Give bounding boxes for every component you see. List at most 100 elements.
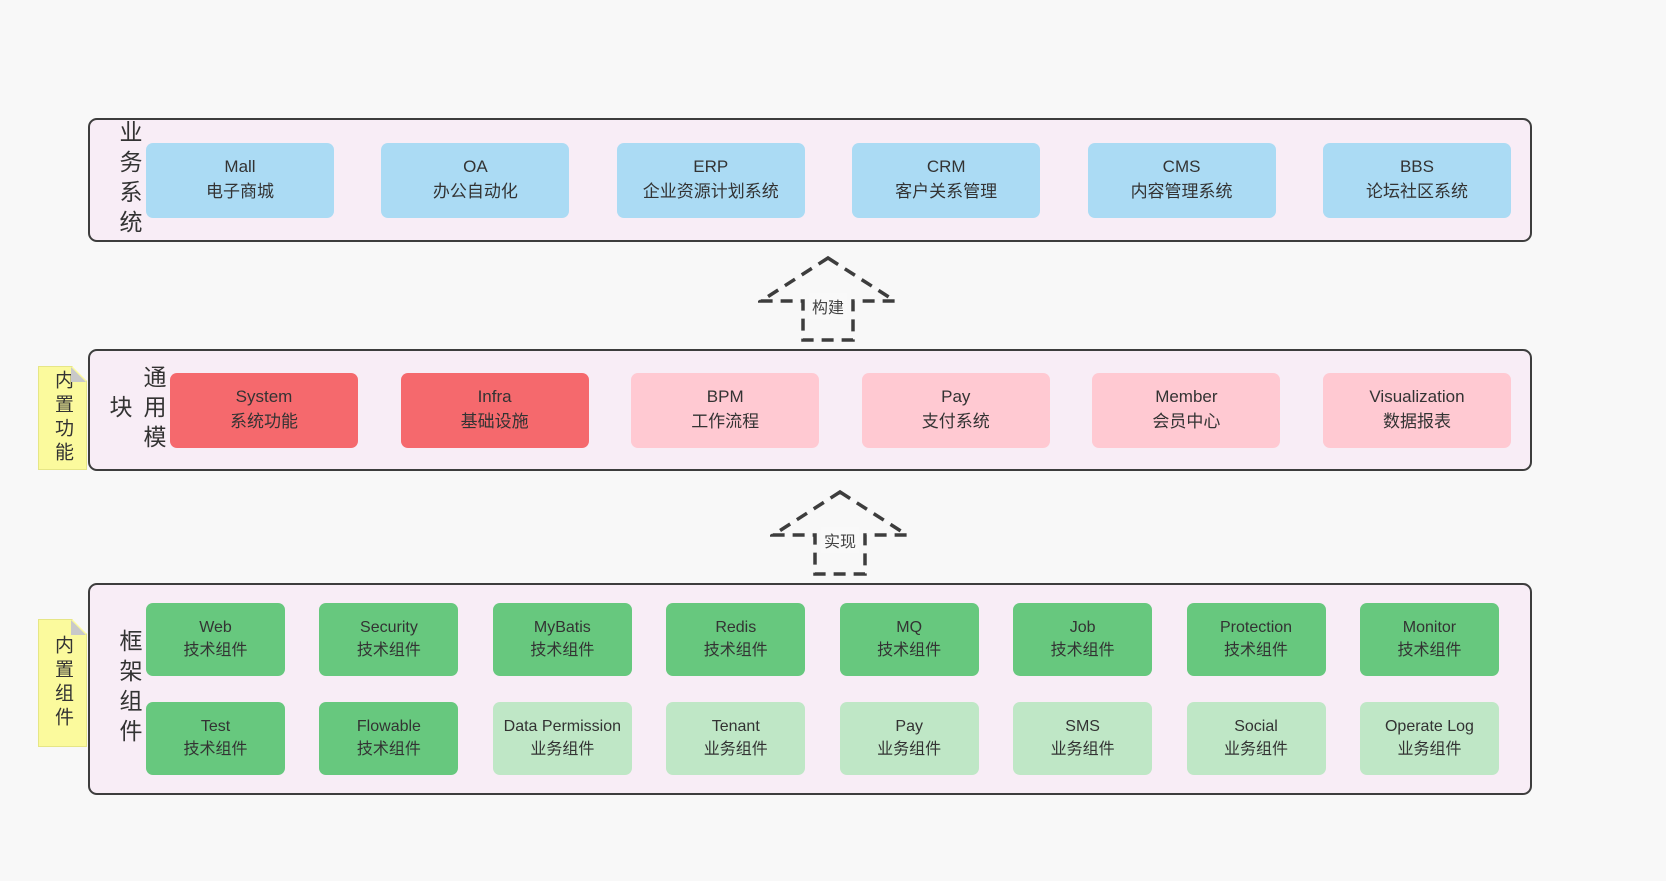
box-security: Security 技术组件 <box>319 603 459 676</box>
business-systems-row: Mall 电子商城 OA 办公自动化 ERP 企业资源计划系统 CRM 客户关系… <box>146 142 1530 218</box>
box-subtitle: 技术组件 <box>703 641 768 659</box>
box-subtitle: 技术组件 <box>183 740 248 758</box>
box-system: System 系统功能 <box>170 372 358 448</box>
box-subtitle: 技术组件 <box>877 641 942 659</box>
box-title: Security <box>360 619 418 637</box>
box-crm: CRM 客户关系管理 <box>852 142 1041 218</box>
box-tenant: Tenant 业务组件 <box>666 702 806 775</box>
box-title: Infra <box>477 387 512 407</box>
box-operate-log: Operate Log 业务组件 <box>1359 702 1499 775</box>
box-subtitle: 技术组件 <box>1397 641 1462 659</box>
box-social: Social 业务组件 <box>1186 702 1326 775</box>
box-subtitle: 技术组件 <box>1224 641 1289 659</box>
band-label-business-systems: 业务系统 <box>116 120 142 240</box>
box-redis: Redis 技术组件 <box>666 603 806 676</box>
box-subtitle: 技术组件 <box>356 740 421 758</box>
common-modules-row: System 系统功能 Infra 基础设施 BPM 工作流程 Pay 支付系统… <box>170 372 1530 448</box>
arrow-implement: 实现 <box>770 489 910 577</box>
box-sms: SMS 业务组件 <box>1013 702 1153 775</box>
box-subtitle: 论坛社区系统 <box>1365 182 1468 201</box>
sticky-label: 内置功能 <box>52 370 73 466</box>
box-subtitle: 业务组件 <box>703 740 768 758</box>
box-subtitle: 业务组件 <box>1224 740 1289 758</box>
box-title: Visualization <box>1369 387 1465 407</box>
box-title: Tenant <box>711 718 760 736</box>
box-title: System <box>235 387 293 407</box>
arrow-build: 构建 <box>758 255 898 343</box>
box-subtitle: 业务组件 <box>1050 740 1115 758</box>
box-subtitle: 支付系统 <box>921 412 990 431</box>
box-web: Web 技术组件 <box>146 603 285 676</box>
framework-row-2: Test 技术组件 Flowable 技术组件 Data Permission … <box>146 702 1499 775</box>
box-title: Web <box>199 619 232 637</box>
box-title: Redis <box>715 619 757 637</box>
arrow-build-label: 构建 <box>808 293 848 320</box>
box-subtitle: 内容管理系统 <box>1130 182 1233 201</box>
band-framework-components: 框架组件 Web 技术组件 Security 技术组件 MyBatis 技术组件… <box>88 583 1532 795</box>
box-subtitle: 技术组件 <box>183 641 248 659</box>
box-subtitle: 工作流程 <box>691 412 760 431</box>
box-title: Test <box>200 718 231 736</box>
box-flowable: Flowable 技术组件 <box>319 702 459 775</box>
box-test: Test 技术组件 <box>146 702 285 775</box>
box-title: Data Permission <box>503 718 622 736</box>
box-title: Monitor <box>1402 619 1457 637</box>
up-arrow-icon <box>758 255 898 342</box>
box-visualization: Visualization 数据报表 <box>1322 372 1511 448</box>
band-business-systems: 业务系统 Mall 电子商城 OA 办公自动化 ERP 企业资源计划系统 CRM… <box>88 118 1532 242</box>
box-title: Job <box>1069 619 1096 637</box>
box-subtitle: 电子商城 <box>206 182 274 201</box>
box-subtitle: 基础设施 <box>460 412 529 431</box>
box-title: Flowable <box>356 718 421 736</box>
box-title: Social <box>1234 718 1278 736</box>
box-title: ERP <box>693 157 729 177</box>
box-mybatis: MyBatis 技术组件 <box>492 603 632 676</box>
box-subtitle: 数据报表 <box>1382 412 1451 431</box>
box-subtitle: 会员中心 <box>1152 412 1221 431</box>
box-title: MyBatis <box>533 619 591 637</box>
box-bpm: BPM 工作流程 <box>631 372 820 448</box>
box-title: MQ <box>896 619 923 637</box>
box-title: Member <box>1155 387 1218 407</box>
folded-corner-icon <box>71 620 86 635</box>
box-subtitle: 业务组件 <box>1397 740 1462 758</box>
box-subtitle: 技术组件 <box>530 641 595 659</box>
box-title: Operate Log <box>1384 718 1474 736</box>
box-subtitle: 办公自动化 <box>432 182 518 201</box>
box-subtitle: 企业资源计划系统 <box>642 182 779 201</box>
box-subtitle: 客户关系管理 <box>895 182 998 201</box>
box-infra: Infra 基础设施 <box>400 372 589 448</box>
box-subtitle: 技术组件 <box>356 641 421 659</box>
box-cms: CMS 内容管理系统 <box>1087 142 1276 218</box>
box-mall: Mall 电子商城 <box>146 142 334 218</box>
box-pay-module: Pay 支付系统 <box>861 372 1050 448</box>
box-job: Job 技术组件 <box>1013 603 1153 676</box>
band-common-modules: 通用模块 System 系统功能 Infra 基础设施 BPM 工作流程 Pay… <box>88 349 1532 471</box>
framework-components-rows: Web 技术组件 Security 技术组件 MyBatis 技术组件 Redi… <box>146 603 1530 775</box>
box-protection: Protection 技术组件 <box>1186 603 1326 676</box>
up-arrow-icon <box>770 489 910 576</box>
box-title: Pay <box>941 387 971 407</box>
box-title: Pay <box>895 718 923 736</box>
box-pay-component: Pay 业务组件 <box>839 702 979 775</box>
box-subtitle: 系统功能 <box>230 412 298 431</box>
box-subtitle: 技术组件 <box>1050 641 1115 659</box>
box-member: Member 会员中心 <box>1092 372 1281 448</box>
sticky-label: 内置组件 <box>52 635 73 731</box>
sticky-built-in-features: 内置功能 <box>38 366 87 470</box>
arrow-implement-label: 实现 <box>820 527 860 554</box>
box-title: OA <box>463 157 488 177</box>
box-title: BBS <box>1399 157 1434 177</box>
folded-corner-icon <box>71 367 86 382</box>
box-title: Mall <box>224 157 256 177</box>
box-title: CRM <box>926 157 966 177</box>
box-mq: MQ 技术组件 <box>839 603 979 676</box>
box-subtitle: 业务组件 <box>530 740 595 758</box>
box-title: BPM <box>706 387 744 407</box>
band-label-common-modules: 通用模块 <box>106 365 166 455</box>
band-label-framework-components: 框架组件 <box>116 629 142 749</box>
box-erp: ERP 企业资源计划系统 <box>616 142 805 218</box>
box-oa: OA 办公自动化 <box>381 142 570 218</box>
sticky-built-in-components: 内置组件 <box>38 619 87 747</box>
